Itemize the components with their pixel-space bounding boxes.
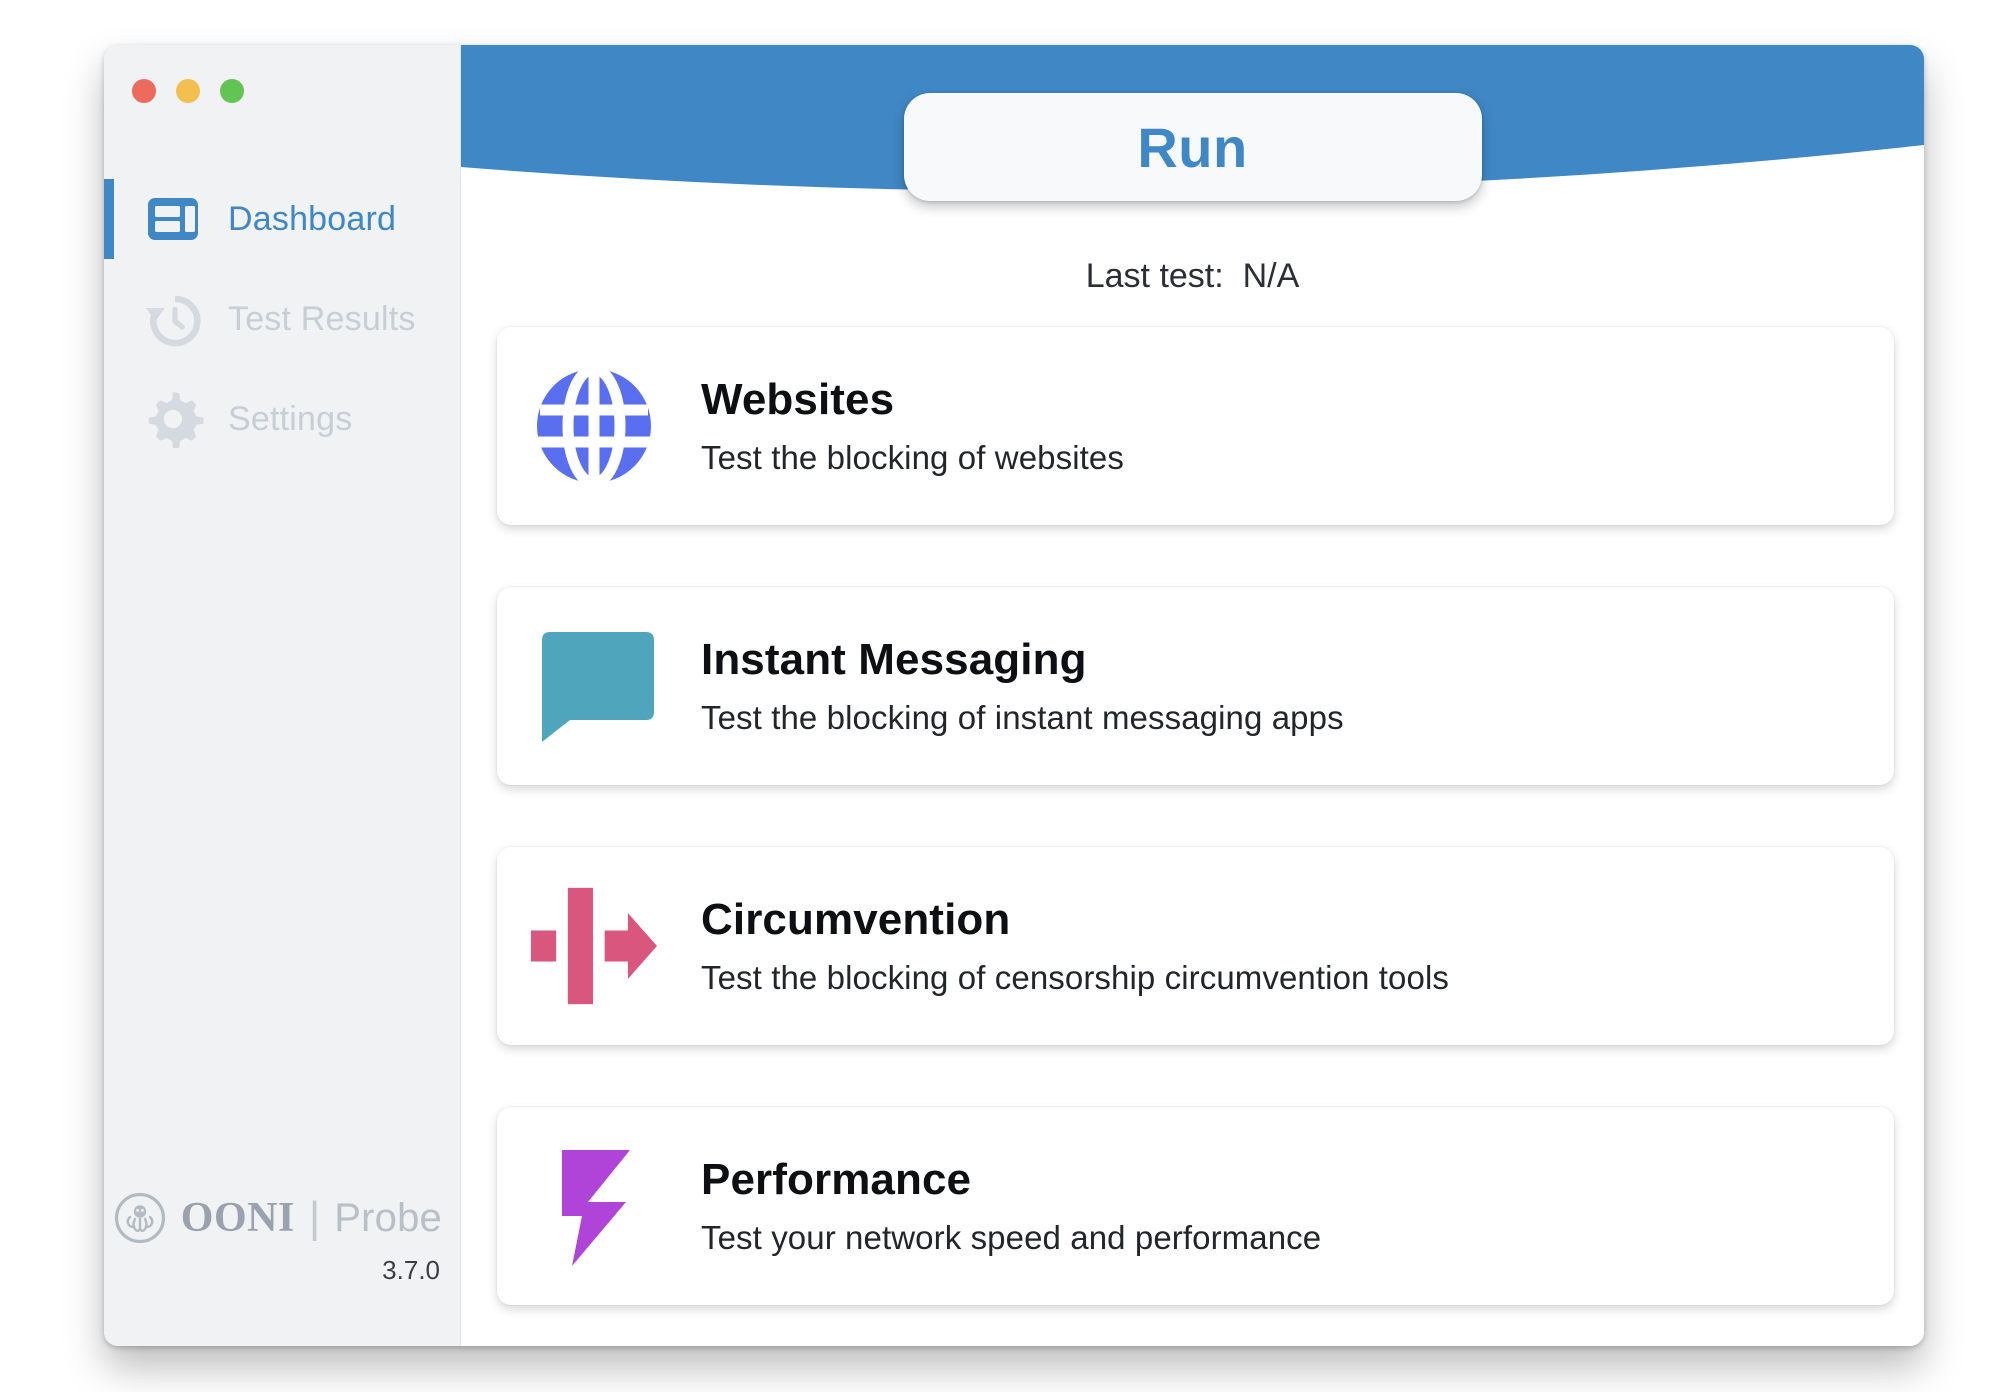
test-card-text: Circumvention Test the blocking of censo…	[701, 895, 1449, 997]
app-window: Dashboard Test Results	[104, 45, 1924, 1346]
test-card-instant-messaging[interactable]: Instant Messaging Test the blocking of i…	[497, 587, 1894, 785]
close-button[interactable]	[132, 79, 156, 103]
sidebar-item-dashboard[interactable]: Dashboard	[104, 169, 460, 269]
circumvention-arrow-icon	[531, 883, 657, 1009]
test-card-performance[interactable]: Performance Test your network speed and …	[497, 1107, 1894, 1305]
sidebar-item-label: Dashboard	[228, 199, 397, 238]
test-card-text: Instant Messaging Test the blocking of i…	[701, 635, 1344, 737]
chat-bubble-icon	[531, 623, 657, 749]
brand-footer: OONI | Probe 3.7.0	[104, 1191, 460, 1286]
app-version: 3.7.0	[382, 1255, 440, 1285]
brand-product: Probe	[334, 1195, 442, 1240]
test-card-title: Instant Messaging	[701, 635, 1087, 684]
test-card-description: Test the blocking of websites	[701, 439, 1124, 476]
test-card-description: Test the blocking of censorship circumve…	[701, 959, 1449, 996]
zoom-button[interactable]	[220, 79, 244, 103]
active-indicator	[104, 179, 114, 259]
dashboard-icon	[142, 188, 204, 250]
test-card-description: Test your network speed and performance	[701, 1219, 1322, 1256]
run-button[interactable]: Run	[903, 93, 1482, 201]
sidebar-item-label: Test Results	[228, 299, 416, 338]
ooni-octopus-logo-icon	[113, 1191, 167, 1245]
test-card-circumvention[interactable]: Circumvention Test the blocking of censo…	[497, 847, 1894, 1045]
test-card-title: Performance	[701, 1155, 972, 1204]
test-card-title: Circumvention	[701, 895, 1011, 944]
test-card-websites[interactable]: Websites Test the blocking of websites	[497, 327, 1894, 525]
sidebar-item-test-results[interactable]: Test Results	[104, 269, 460, 369]
brand-separator: |	[308, 1193, 321, 1242]
sidebar-item-settings[interactable]: Settings	[104, 369, 460, 469]
sidebar: Dashboard Test Results	[104, 45, 461, 1346]
globe-icon	[531, 363, 657, 489]
minimize-button[interactable]	[176, 79, 200, 103]
window-traffic-lights	[132, 79, 244, 103]
test-card-title: Websites	[701, 375, 895, 424]
sidebar-item-label: Settings	[228, 399, 353, 438]
brand-lockup: OONI | Probe	[113, 1191, 442, 1245]
last-test-status: Last test: N/A	[1085, 257, 1300, 295]
history-icon	[142, 288, 204, 350]
test-cards-list: Websites Test the blocking of websites I…	[497, 327, 1894, 1305]
test-card-text: Performance Test your network speed and …	[701, 1155, 1321, 1257]
sidebar-nav: Dashboard Test Results	[104, 169, 460, 469]
main-panel: Run Last test: N/A	[461, 45, 1924, 1346]
lightning-bolt-icon	[531, 1143, 657, 1269]
test-card-description: Test the blocking of instant messaging a…	[701, 699, 1344, 736]
test-card-text: Websites Test the blocking of websites	[701, 375, 1124, 477]
run-button-label: Run	[1137, 115, 1248, 179]
brand-name: OONI	[180, 1195, 295, 1241]
gear-icon	[142, 388, 204, 450]
